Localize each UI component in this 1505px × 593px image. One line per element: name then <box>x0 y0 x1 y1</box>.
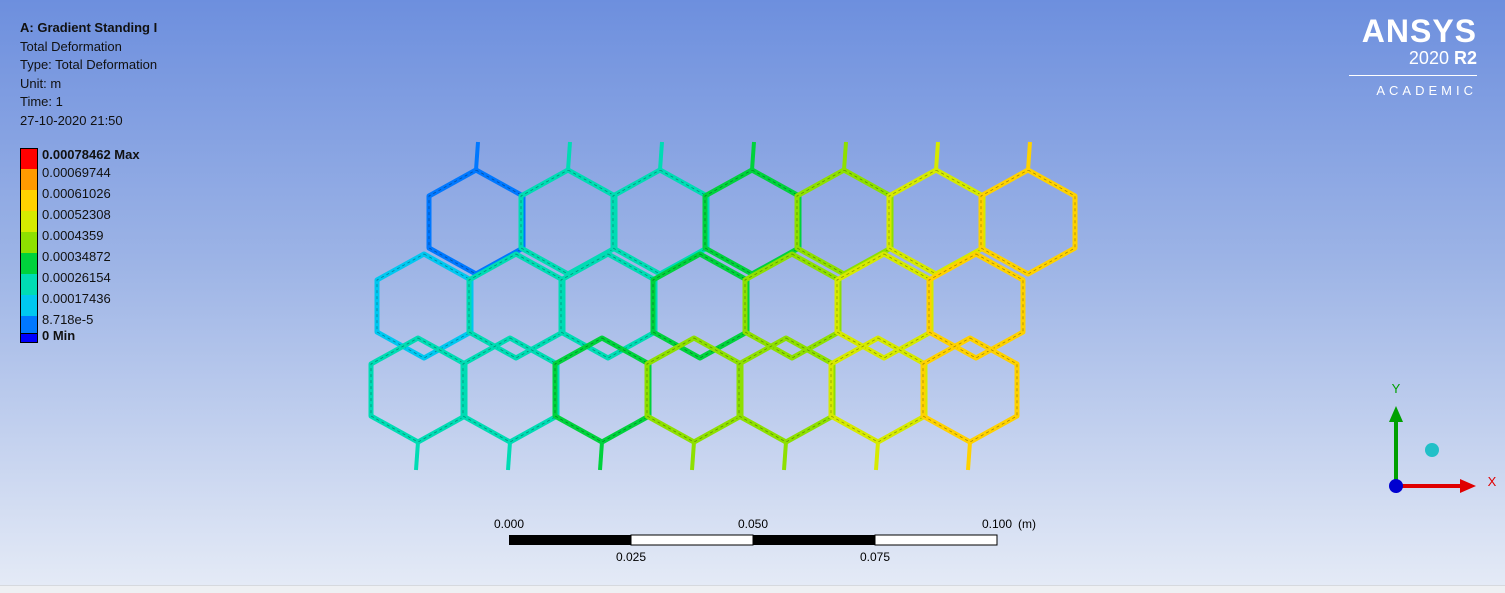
ansys-logo: ANSYS 2020 R2 ACADEMIC <box>1349 14 1477 98</box>
y-axis-label: Y <box>1392 381 1401 396</box>
result-unit: Unit: m <box>20 75 62 91</box>
top-strut <box>934 141 940 171</box>
legend-label: 8.718e-5 <box>42 312 94 327</box>
legend-swatch <box>20 169 38 190</box>
honeycomb-cell-mesh <box>738 337 834 443</box>
logo-divider <box>1349 75 1477 76</box>
bottom-strut <box>598 441 604 471</box>
brand-text: ANSYS <box>1361 13 1477 49</box>
honeycomb-cell-mesh <box>560 253 656 359</box>
scale-unit: (m) <box>1018 517 1036 531</box>
z-axis-origin-icon <box>1389 479 1403 493</box>
honeycomb-cell-mesh <box>370 337 466 443</box>
legend-swatch <box>20 253 38 274</box>
legend-label: 0.00061026 <box>42 186 111 201</box>
legend-label: 0.00078462 Max <box>42 147 140 162</box>
result-type: Type: Total Deformation <box>20 57 158 72</box>
x-axis-label: X <box>1488 474 1497 489</box>
legend-row: 0 Min <box>20 328 220 358</box>
top-strut <box>658 141 664 171</box>
legend-label: 0.00026154 <box>42 270 111 285</box>
legend-row: 0.00052308 <box>20 207 220 232</box>
top-strut <box>1026 141 1032 171</box>
legend-label: 0.00052308 <box>42 207 111 222</box>
result-name: Total Deformation <box>20 38 122 54</box>
result-time: Time: 1 <box>20 94 63 109</box>
top-strut <box>842 141 848 171</box>
x-axis-arrow-icon <box>1460 479 1476 493</box>
legend-swatch <box>20 232 38 253</box>
result-timestamp: 27-10-2020 21:50 <box>20 112 123 128</box>
legend-row: 8.718e-5 <box>20 312 220 337</box>
honeycomb-cell-mesh <box>646 337 742 443</box>
top-strut <box>566 141 572 171</box>
legend-row: 0.00061026 <box>20 186 220 211</box>
scale-label-025: 0.025 <box>616 550 646 564</box>
honeycomb-cell-mesh <box>462 337 558 443</box>
scale-label-100: 0.100 <box>982 517 1012 531</box>
legend-row: 0.0004359 <box>20 228 220 253</box>
bottom-strut <box>782 441 788 471</box>
bottom-strut <box>690 441 696 471</box>
honeycomb-cell <box>926 251 1026 361</box>
honeycomb-cell-mesh <box>468 253 564 359</box>
bottom-strut <box>966 441 972 471</box>
bottom-strut <box>874 441 880 471</box>
result-info-panel: A: Gradient Standing I Total Deformation… <box>20 19 157 130</box>
scale-segment-3 <box>753 535 875 545</box>
scale-label-0: 0.000 <box>494 517 524 531</box>
honeycomb-cell-mesh <box>888 169 984 275</box>
honeycomb-cell-mesh <box>428 169 524 275</box>
legend-row: 0.00078462 Max <box>20 147 220 169</box>
version-text: 2020 R2 <box>1408 48 1477 68</box>
scale-label-050: 0.050 <box>738 517 768 531</box>
scale-label-075: 0.075 <box>860 550 890 564</box>
honeycomb-cell-mesh <box>830 337 926 443</box>
honeycomb-cell-mesh <box>744 253 840 359</box>
legend-row: 0.00069744 <box>20 165 220 190</box>
analysis-title: A: Gradient Standing I <box>20 20 158 35</box>
y-axis-arrow-icon <box>1389 406 1403 422</box>
legend-row: 0.00017436 <box>20 291 220 316</box>
honeycomb-cell-mesh <box>922 337 1018 443</box>
top-strut <box>474 141 480 171</box>
isometric-view-ball-icon <box>1425 443 1439 457</box>
honeycomb-cell-mesh <box>652 253 748 359</box>
honeycomb-cell-mesh <box>520 169 616 275</box>
legend-swatch <box>20 211 38 232</box>
honeycomb-cell-mesh <box>554 337 650 443</box>
scale-segment-4 <box>874 534 998 546</box>
scale-segment-1 <box>509 535 631 545</box>
honeycomb-cell-mesh <box>980 169 1076 275</box>
legend-label: 0.00069744 <box>42 165 111 180</box>
honeycomb-cell-mesh <box>704 169 800 275</box>
bottom-status-strip <box>0 585 1505 593</box>
honeycomb-cell-mesh <box>612 169 708 275</box>
legend-swatch <box>20 190 38 211</box>
honeycomb-cell-mesh <box>376 253 472 359</box>
legend-swatch <box>20 295 38 316</box>
honeycomb-cell-mesh <box>796 169 892 275</box>
legend-swatch <box>20 274 38 295</box>
legend-row: 0.00034872 <box>20 249 220 274</box>
legend-swatch <box>20 148 38 169</box>
legend-row: 0.00026154 <box>20 270 220 295</box>
top-strut <box>750 141 756 171</box>
legend-label: 0 Min <box>42 328 76 343</box>
bottom-strut <box>506 441 512 471</box>
honeycomb-cell-mesh <box>928 253 1024 359</box>
legend-label: 0.00017436 <box>42 291 111 306</box>
legend-label: 0.0004359 <box>42 228 104 243</box>
bottom-strut <box>414 441 420 471</box>
honeycomb-cell-mesh <box>836 253 932 359</box>
legend-min-swatch <box>20 333 38 343</box>
honeycomb-cell <box>978 167 1078 277</box>
edition-text: ACADEMIC <box>1376 83 1477 98</box>
legend-label: 0.00034872 <box>42 249 111 264</box>
